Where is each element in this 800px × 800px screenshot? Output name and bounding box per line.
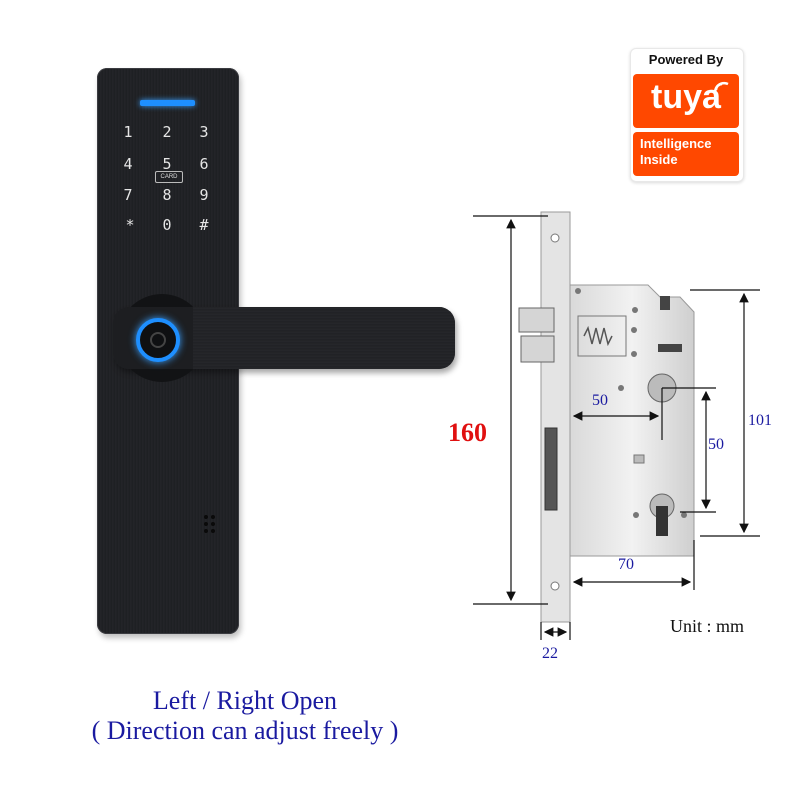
faceplate-screw-hole xyxy=(550,233,560,243)
case-slot xyxy=(660,296,670,310)
key-star[interactable]: * xyxy=(125,216,135,234)
key-3[interactable]: 3 xyxy=(199,123,209,141)
dimension-faceplate-span-label: 101 xyxy=(748,412,772,429)
speaker-dot xyxy=(211,522,215,526)
dimension-spindle-cylinder-label: 50 xyxy=(708,436,724,453)
cylinder-cam xyxy=(656,506,668,536)
key-9[interactable]: 9 xyxy=(199,186,209,204)
inside-line: Inside xyxy=(640,152,678,167)
key-8[interactable]: 8 xyxy=(162,186,172,204)
dimension-faceplate-width-label: 22 xyxy=(542,645,558,662)
latch-bolt xyxy=(518,307,555,333)
dimension-backset-label: 50 xyxy=(592,392,608,409)
rivet xyxy=(631,351,637,357)
case-slot xyxy=(658,344,682,352)
intelligence-inside-background xyxy=(633,132,739,176)
rivet xyxy=(618,385,624,391)
speaker-dot xyxy=(204,529,208,533)
tuya-logo: tuya xyxy=(651,78,721,116)
caption-line-1: Left / Right Open xyxy=(152,686,338,715)
key-4[interactable]: 4 xyxy=(123,155,133,173)
speaker-dot xyxy=(211,515,215,519)
dimension-cylinder-backset-label: 70 xyxy=(618,556,634,573)
card-sensor-indicator xyxy=(140,100,195,106)
speaker-dot xyxy=(204,515,208,519)
key-0[interactable]: 0 xyxy=(162,216,172,234)
bolt-slot xyxy=(544,427,558,511)
dimension-height-label: 160 xyxy=(448,418,487,447)
latch-bolt xyxy=(520,335,555,363)
speaker-dot xyxy=(204,522,208,526)
spring-housing xyxy=(577,315,627,357)
card-reader-label: CARD xyxy=(155,171,183,183)
wifi-icon xyxy=(713,81,729,97)
rivet xyxy=(633,512,639,518)
case-slot xyxy=(633,454,645,464)
intelligence-line: Intelligence xyxy=(640,136,712,151)
rivet xyxy=(681,512,687,518)
rivet xyxy=(631,327,637,333)
mortise-case xyxy=(569,284,695,557)
rivet xyxy=(632,307,638,313)
rivet xyxy=(575,288,581,294)
spring xyxy=(583,325,613,347)
intelligence-inside-label: Intelligence Inside xyxy=(640,136,740,168)
key-5[interactable]: 5 xyxy=(162,155,172,173)
key-7[interactable]: 7 xyxy=(123,186,133,204)
powered-by-label: Powered By xyxy=(648,52,724,67)
key-hash[interactable]: # xyxy=(199,216,209,234)
fingerprint-sensor-icon[interactable] xyxy=(136,318,180,362)
speaker-dot xyxy=(211,529,215,533)
fingerprint-pad xyxy=(150,332,166,348)
unit-label: Unit : mm xyxy=(670,616,745,636)
key-6[interactable]: 6 xyxy=(199,155,209,173)
faceplate-screw-hole xyxy=(550,581,560,591)
handle-lever xyxy=(150,307,455,369)
caption-line-2: ( Direction can adjust freely ) xyxy=(91,716,399,745)
key-2[interactable]: 2 xyxy=(162,123,172,141)
faceplate xyxy=(540,211,571,623)
key-1[interactable]: 1 xyxy=(123,123,133,141)
